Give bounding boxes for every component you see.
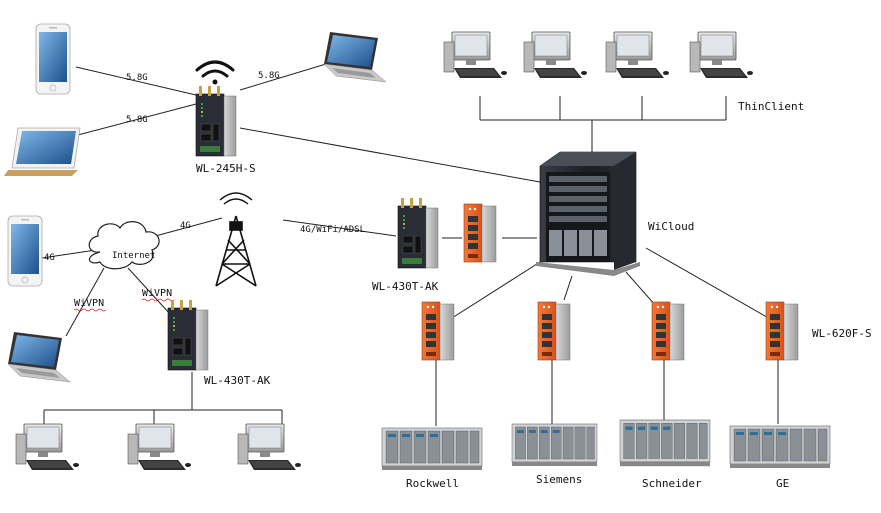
link-server-sw3 [625,271,657,307]
switch-field-4 [765,301,799,361]
switch-field-2 [537,301,571,361]
router-wl430tak-mid [397,197,439,269]
label-wivpn-laptop: WiVPN [74,298,104,309]
server-wicloud [536,151,640,276]
link-tablet [73,103,197,137]
link-server-sw1 [451,261,541,319]
plc-siemens [511,423,598,467]
link-server-sw4 [645,247,773,321]
switch-field-1 [421,301,455,361]
router-wl245hs [195,85,237,157]
label-internet: Internet [112,251,155,261]
workstation-3 [237,423,302,471]
plc-ge [729,425,831,469]
label-plc-rockwell: Rockwell [406,477,459,490]
label-router-top: WL-245H-S [196,162,256,175]
thinclient-2 [523,31,588,79]
plc-rockwell [381,427,483,471]
wivpn-underline-2 [141,298,175,302]
switch-field-3 [651,301,685,361]
link-router-server [239,127,541,183]
label-link-phone-5g: 5.8G [126,73,148,83]
label-link-backhaul: 4G/WiFi/ADSL [300,225,365,235]
link-server-sw2 [563,275,573,301]
plc-schneider [619,419,711,467]
thinclient-4 [689,31,754,79]
internet-cloud-icon [88,221,160,270]
label-plc-schneider: Schneider [642,477,702,490]
thinclient-3 [605,31,670,79]
label-thinclient: ThinClient [738,100,804,113]
wifi-icon [195,60,235,85]
label-link-tablet-5g: 5.8G [126,115,148,125]
label-link-laptop-5g: 5.8G [258,71,280,81]
link-internet-router-bottom [127,267,171,315]
smartphone-top [35,23,71,95]
link-internet-tower [147,217,223,239]
link-laptop-internet [65,267,105,337]
tablet [3,127,81,177]
laptop-top [323,31,387,83]
link-phone-internet [41,249,97,259]
links [41,63,779,426]
label-wivpn-router: WiVPN [142,288,172,299]
smartphone-4g [7,215,43,287]
label-switch-right: WL-620F-S [812,327,872,340]
workstation-2 [127,423,192,471]
link-tower-router [282,219,397,237]
label-link-4g-tower: 4G [180,221,191,231]
label-router-bottom: WL-430T-AK [204,374,271,387]
label-plc-siemens: Siemens [536,473,582,486]
thinclient-1 [443,31,508,79]
cell-tower-icon [215,192,257,287]
workstation-1 [15,423,80,471]
wivpn-underline-1 [73,308,107,312]
link-laptop-top [239,63,327,91]
label-plc-ge: GE [776,477,789,490]
router-wl430tak-bottom [167,299,209,371]
laptop-bottom [7,331,71,383]
label-link-phone-4g: 4G [44,253,55,263]
label-cloud-server: WiCloud [648,220,694,233]
switch-mid [463,203,497,263]
label-router-mid: WL-430T-AK [372,280,439,293]
link-phone-top [75,66,197,96]
